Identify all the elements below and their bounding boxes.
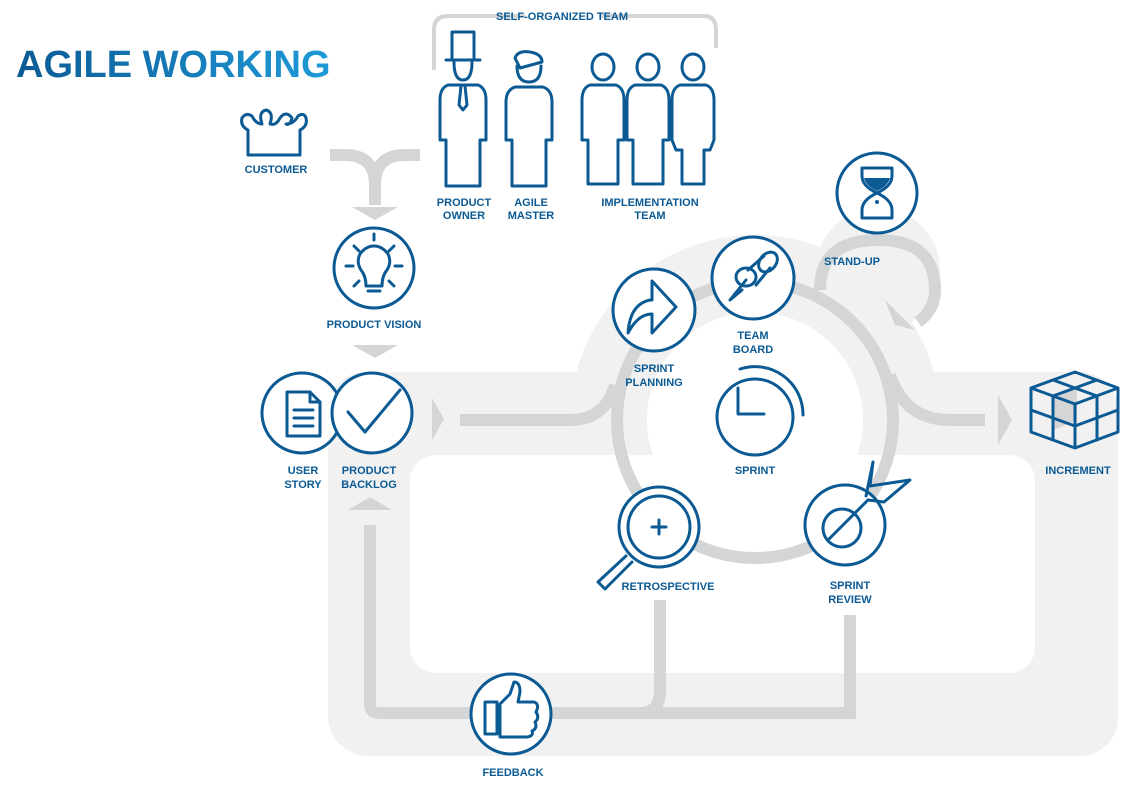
team-heading: SELF-ORGANIZED TEAM <box>496 11 628 23</box>
target-icon <box>821 460 912 549</box>
crown-icon <box>240 108 308 157</box>
implementation-team-icon <box>580 52 716 186</box>
checkmark-icon <box>346 388 402 434</box>
team-board-node <box>710 235 796 321</box>
product-backlog-node <box>330 371 414 455</box>
user-story-node <box>260 371 344 455</box>
sprint-planning-node <box>611 267 697 353</box>
pushpin-icon <box>728 250 779 302</box>
page-title: AGILE WORKING <box>16 44 331 86</box>
retrospective-label: RETROSPECTIVE <box>622 581 715 593</box>
sprint-label: SPRINT <box>735 465 776 477</box>
magnifier-icon <box>626 494 692 560</box>
arrow-down-icon <box>352 207 398 220</box>
arrow-right-icon <box>432 398 444 440</box>
feedback-node <box>469 672 553 756</box>
magnifier-handle-icon <box>596 554 634 591</box>
share-arrow-icon <box>626 279 678 335</box>
arrow-down-icon <box>352 345 398 358</box>
flow-paths <box>330 14 1012 719</box>
arrow-standup-icon <box>885 300 915 330</box>
lightbulb-icon <box>344 232 404 293</box>
clock-icon <box>736 365 805 417</box>
plus-icon <box>650 518 668 536</box>
product-owner-icon <box>438 30 488 188</box>
arrow-up-icon <box>348 497 392 510</box>
customer-label: CUSTOMER <box>245 164 308 176</box>
hourglass-icon <box>860 166 894 220</box>
feedback-label: FEEDBACK <box>482 767 543 779</box>
document-icon <box>285 390 322 438</box>
increment-label: INCREMENT <box>1045 465 1111 477</box>
stand-up-label: STAND-UP <box>824 256 880 268</box>
product-vision-label: PRODUCT VISION <box>327 319 422 331</box>
agile-master-icon <box>504 50 554 188</box>
arrow-right-icon <box>998 395 1012 445</box>
thumbs-up-icon <box>483 680 540 739</box>
cube-icon <box>1029 370 1120 450</box>
sprint-node <box>715 377 795 457</box>
